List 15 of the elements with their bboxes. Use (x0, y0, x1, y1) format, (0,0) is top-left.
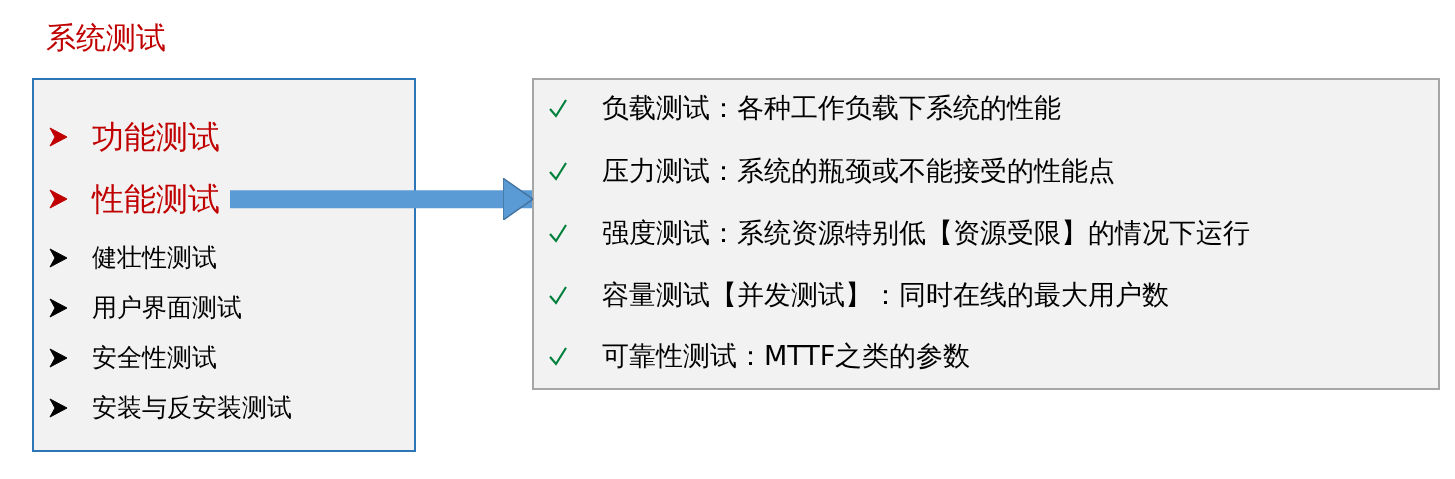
list-item: 容量测试【并发测试】：同时在线的最大用户数 (602, 279, 1169, 312)
list-item: 强度测试：系统资源特别低【资源受限】的情况下运行 (602, 217, 1250, 250)
list-item: 可靠性测试：MTTF之类的参数 (602, 340, 971, 373)
diagram-title: 系统测试 (46, 19, 166, 57)
list-item: 性能测试 (92, 180, 220, 219)
list-item: 安装与反安装测试 (92, 393, 292, 423)
list-panel (32, 78, 416, 452)
list-item: 负载测试：各种工作负载下系统的性能 (602, 92, 1061, 125)
list-item: 压力测试：系统的瓶颈或不能接受的性能点 (602, 155, 1115, 188)
list-item: 安全性测试 (92, 343, 217, 373)
list-item: 用户界面测试 (92, 293, 242, 323)
list-panel (532, 78, 1440, 390)
list-item: 功能测试 (92, 118, 220, 157)
block-arrow (230, 177, 534, 221)
list-item: 健壮性测试 (92, 243, 217, 273)
